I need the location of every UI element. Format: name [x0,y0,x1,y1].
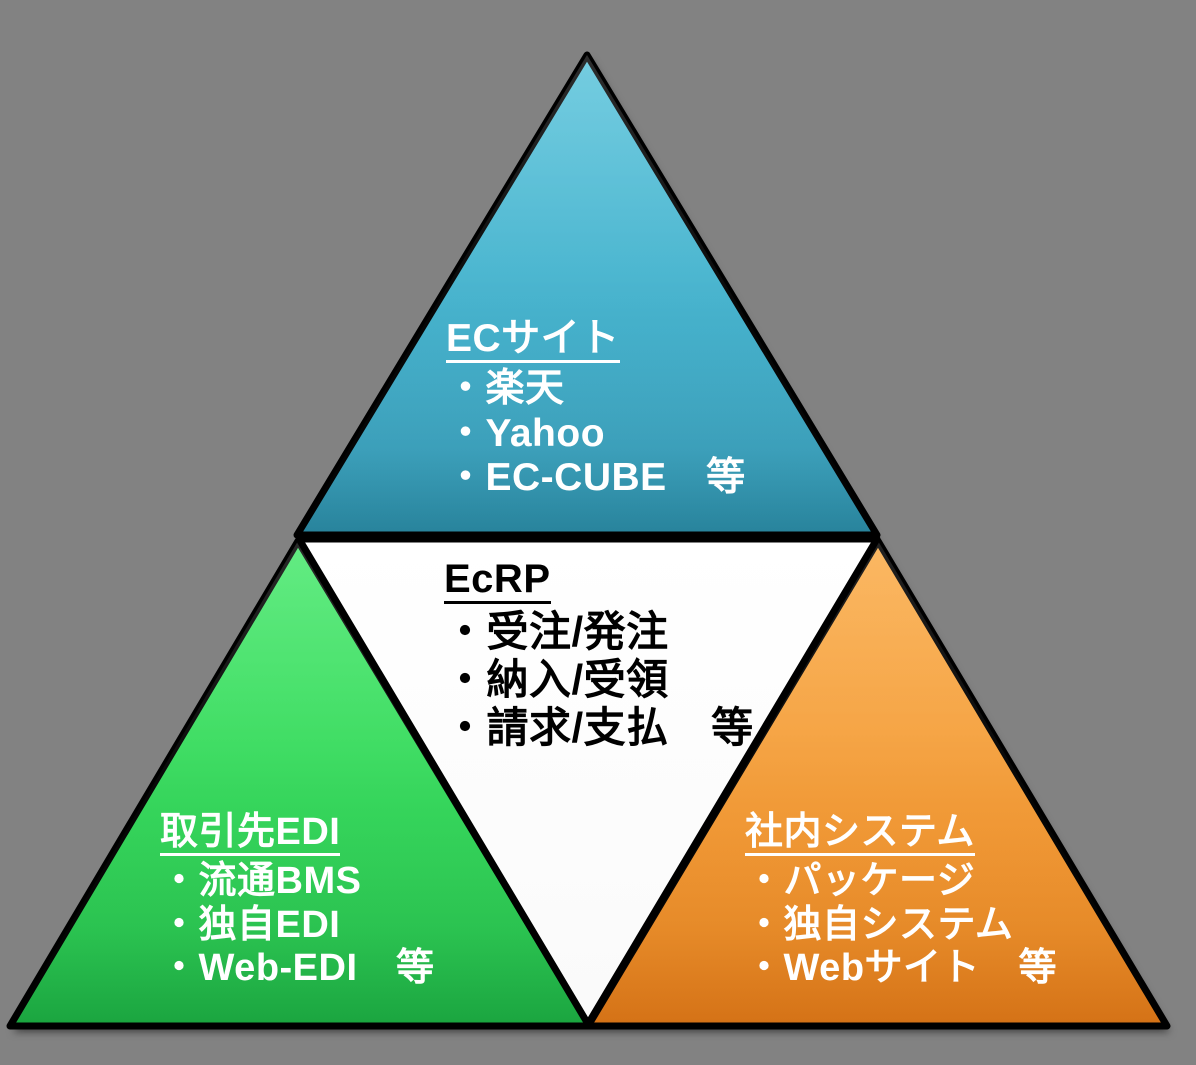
bullet-item: ・受注/発注 [444,608,669,656]
bullet-item: ・流通BMS [160,860,362,903]
segment-ecrp[interactable] [295,535,881,1028]
segment-ec-site[interactable] [293,51,881,539]
bullet-item: ・納入/受領 [444,656,669,704]
segment-bullets-ec-site: ・楽天 ・Yahoo ・EC-CUBE 等 [446,367,746,500]
label-group-ecrp: EcRP ・受注/発注 ・納入/受領 ・請求/支払 等 [444,558,754,752]
bullet-item: ・楽天 [446,367,565,411]
segment-bullets-ecrp: ・受注/発注 ・納入/受領 ・請求/支払 等 [444,608,754,752]
label-group-partner-edi: 取引先EDI ・流通BMS ・独自EDI ・Web-EDI 等 [160,812,435,990]
bullet-item: ・Web-EDI 等 [160,946,435,989]
segment-heading-ecrp: EcRP [444,558,551,605]
segment-heading-ec-site: ECサイト [446,318,620,364]
bullet-item: ・独自EDI [160,903,341,946]
segment-heading-internal-system: 社内システム [745,812,975,857]
bullet-item: ・独自システム [745,903,1014,946]
bullet-item: ・Webサイト 等 [745,946,1058,989]
segment-heading-partner-edi: 取引先EDI [160,812,341,857]
bullet-item: ・パッケージ [745,860,976,903]
segment-bullets-partner-edi: ・流通BMS ・独自EDI ・Web-EDI 等 [160,860,435,990]
bullet-item: ・請求/支払 等 [444,704,754,752]
bullet-item: ・Yahoo [446,411,606,455]
label-group-ec-site: ECサイト ・楽天 ・Yahoo ・EC-CUBE 等 [446,318,746,501]
label-group-internal-system: 社内システム ・パッケージ ・独自システム ・Webサイト 等 [745,812,1057,990]
segment-bullets-internal-system: ・パッケージ ・独自システム ・Webサイト 等 [745,860,1057,990]
bullet-item: ・EC-CUBE 等 [446,456,746,500]
